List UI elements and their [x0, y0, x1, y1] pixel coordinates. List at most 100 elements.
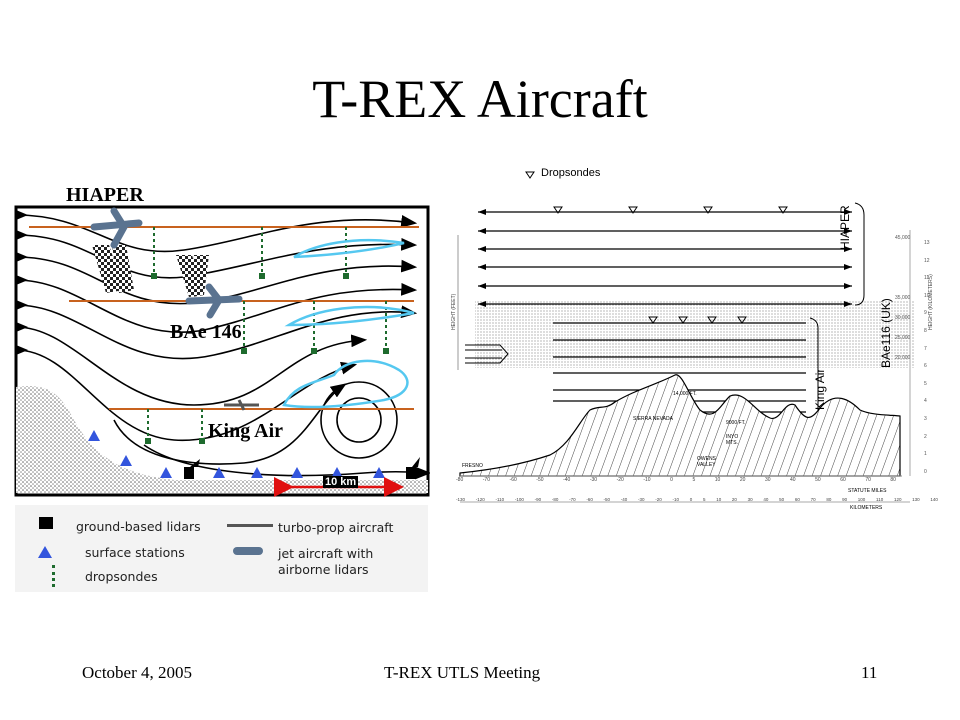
scale-label: 10 km	[323, 476, 359, 488]
flight-level-cross-section	[457, 171, 915, 503]
km-axis-tick: 30	[747, 497, 753, 502]
km-tick: 13	[924, 240, 930, 246]
km-axis-tick: -130	[456, 497, 466, 502]
miles-tick: -80	[456, 477, 464, 483]
y-axis-left-label: HEIGHT (FEET)	[451, 293, 457, 330]
miles-tick: 20	[739, 477, 746, 483]
terrain-profile	[459, 374, 901, 477]
km-axis-tick: 130	[912, 497, 920, 502]
km-tick: 6	[924, 363, 927, 370]
km-axis-tick: -50	[603, 497, 611, 502]
ground-lidar-icon	[39, 517, 53, 529]
km-axis-tick: -110	[495, 497, 505, 502]
km-tick: 11	[924, 275, 930, 282]
surface-stations	[88, 430, 385, 478]
page-number: 11	[861, 663, 878, 682]
feet-tick: 45,000	[895, 235, 911, 241]
annotation-inyo: INYO MTS.	[726, 434, 739, 446]
km-axis-tick: 110	[876, 497, 884, 502]
king-air-label: King Air	[208, 420, 284, 442]
feet-ticks: 45,000 35,000 30,000 25,000 20,000	[895, 228, 925, 368]
inflow-arrow	[465, 344, 509, 364]
slide-title: T-REX Aircraft	[312, 69, 648, 129]
jet-icon	[233, 547, 263, 555]
km-tick: 1	[924, 451, 927, 458]
dropsonde-icon	[52, 565, 55, 587]
km-tick: 0	[924, 468, 927, 475]
km-axis-tick: -20	[655, 497, 662, 502]
km-axis-tick: -40	[620, 497, 628, 502]
annotation-inyo-peak: 9000 FT.	[726, 420, 746, 426]
ground-lidars	[184, 457, 420, 479]
miles-tick: -10	[643, 477, 651, 483]
miles-tick: 50	[815, 477, 821, 483]
miles-tick: 80	[890, 477, 896, 483]
km-tick: 5	[924, 380, 927, 387]
miles-tick: 70	[865, 477, 871, 483]
clouds	[282, 238, 415, 409]
km-axis-tick: 60	[794, 497, 800, 502]
km-axis-tick: 0	[689, 497, 693, 502]
miles-tick: 60	[840, 477, 846, 483]
legend-ground-lidars: ground-based lidars	[76, 519, 201, 534]
annotation-sierra: SIERRA NEVADA	[633, 416, 673, 422]
miles-tick: 10	[714, 477, 721, 483]
hiaper-bracket	[854, 202, 865, 306]
miles-tick: 40	[790, 477, 796, 483]
km-axis-tick: -80	[551, 497, 559, 502]
km-axis-tick: -60	[586, 497, 593, 502]
footer-meeting: T-REX UTLS Meeting	[384, 663, 541, 682]
km-axis-tick: 70	[810, 497, 816, 502]
miles-tick: 0	[670, 477, 673, 483]
km-axis-tick: 10	[716, 497, 722, 502]
km-axis-tick: -120	[475, 497, 485, 502]
km-axis-tick: 5	[702, 497, 706, 502]
miles-tick: -50	[536, 477, 544, 483]
miles-tick: 30	[764, 477, 771, 483]
km-axis-tick: 90	[842, 497, 848, 502]
km-axis-tick: -100	[514, 497, 524, 502]
legend-dropsonde-icon	[525, 171, 535, 179]
feet-tick: 25,000	[895, 335, 911, 341]
hiaper-vertical-label: HIAPER	[838, 205, 852, 250]
legend-turboprop: turbo-prop aircraft	[278, 520, 394, 535]
legend-surface-stations: surface stations	[85, 545, 185, 560]
right-legend-dropsondes: Dropsondes	[541, 167, 601, 179]
km-axis-tick: -30	[638, 497, 645, 502]
feet-tick: 20,000	[895, 355, 911, 361]
diagram-legend: ground-based lidars surface stations dro…	[15, 505, 428, 592]
km-tick: 2	[924, 433, 927, 440]
miles-tick: 5	[692, 477, 696, 483]
km-axis-tick: 40	[763, 497, 769, 502]
hiaper-tracks	[478, 211, 852, 305]
km-tick: 4	[924, 398, 927, 405]
km-axis-tick: 80	[826, 497, 832, 502]
km-tick: 12	[924, 257, 930, 264]
terrain	[16, 385, 428, 493]
km-tick: 8	[924, 327, 927, 334]
km-axis-ticks: -130 -120 -110 -100 -90 -80 -70 -60 -50 -40 -30 -20…	[456, 497, 938, 502]
atmospheric-flow-diagram	[14, 205, 430, 497]
miles-tick: -40	[563, 477, 571, 483]
km-axis-tick: -90	[534, 497, 542, 502]
legend-jet: jet aircraft with airborne lidars	[278, 546, 374, 577]
feet-tick: 35,000	[895, 295, 911, 301]
surface-station-icon	[38, 546, 52, 558]
km-axis-tick: 140	[930, 497, 938, 502]
annotation-fresno: FRESNO	[462, 463, 483, 469]
annotation-owens: OWENS VALLEY	[697, 456, 716, 468]
km-tick: 10	[924, 292, 930, 299]
legend-dropsondes: dropsondes	[85, 569, 158, 584]
km-axis-label: KILOMETERS	[850, 505, 883, 511]
km-axis-tick: 100	[857, 497, 866, 502]
miles-tick: -60	[509, 477, 517, 483]
miles-tick: -70	[482, 477, 490, 483]
jet-aircraft-icons	[90, 207, 243, 319]
king-air-vertical-label: King Air	[813, 368, 827, 410]
km-axis-tick: -70	[569, 497, 576, 502]
km-tick: 3	[924, 415, 927, 422]
hiaper-label: HIAPER	[66, 184, 144, 206]
wind-inflow-arrows	[16, 210, 28, 355]
